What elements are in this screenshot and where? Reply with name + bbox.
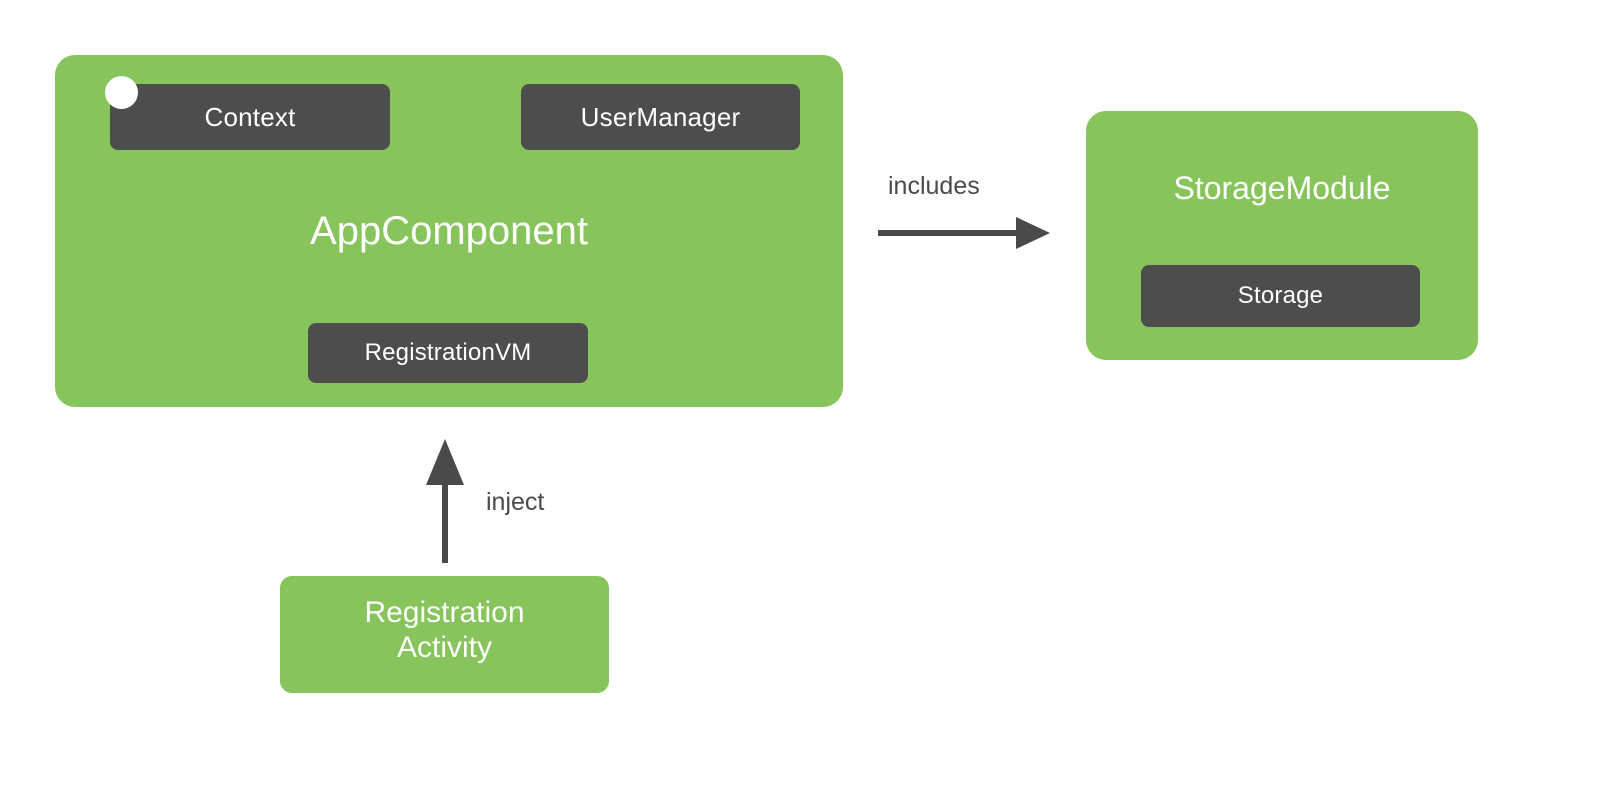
dependency-chip-context-label: Context	[204, 101, 296, 132]
dependency-chip-usermanager-label: UserManager	[580, 101, 741, 132]
edge-arrow-inject	[426, 439, 464, 563]
edge-label-includes: includes	[888, 172, 980, 200]
node-app-component-title: AppComponent	[310, 209, 588, 253]
node-storage-module-title: StorageModule	[1173, 170, 1391, 206]
dependency-chip-storage[interactable]: Storage	[1141, 265, 1420, 327]
node-registration-activity-title: Registration Activity	[364, 596, 525, 665]
node-registration-activity[interactable]	[280, 576, 609, 693]
edge-arrow-includes	[878, 217, 1050, 249]
dependency-chip-registrationvm[interactable]: RegistrationVM	[308, 323, 588, 383]
edge-label-inject: inject	[486, 488, 545, 516]
entry-point-marker-icon	[105, 76, 138, 109]
dependency-chip-context[interactable]: Context	[110, 84, 390, 150]
dependency-chip-storage-label: Storage	[1237, 282, 1324, 309]
dependency-chip-usermanager[interactable]: UserManager	[521, 84, 800, 150]
dependency-chip-registrationvm-label: RegistrationVM	[364, 339, 532, 366]
